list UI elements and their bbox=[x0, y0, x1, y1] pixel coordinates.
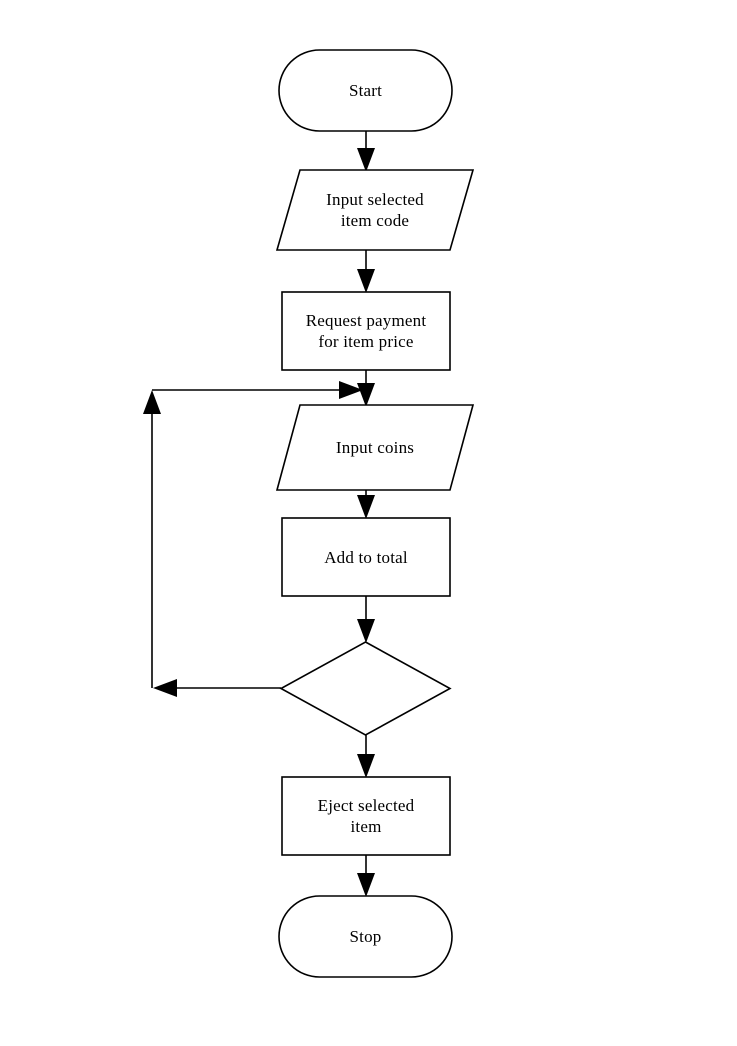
node-eject-item[interactable] bbox=[281, 776, 451, 856]
edge-start-to-input-item-code bbox=[357, 131, 375, 172]
node-decision[interactable] bbox=[279, 641, 452, 736]
edge-input-item-code-to-request-payment bbox=[357, 250, 375, 293]
node-stop[interactable] bbox=[278, 895, 453, 978]
edge-decision-loop-back-to-input-coins bbox=[143, 381, 363, 697]
edge-add-to-total-to-decision bbox=[357, 596, 375, 643]
edge-decision-to-eject-item bbox=[357, 735, 375, 778]
edge-request-payment-to-input-coins bbox=[357, 370, 375, 407]
node-input-coins[interactable] bbox=[275, 404, 475, 491]
node-request-payment[interactable] bbox=[281, 291, 451, 371]
node-input-item-code[interactable] bbox=[275, 169, 475, 251]
edge-input-coins-to-add-to-total bbox=[357, 490, 375, 519]
edge-eject-item-to-stop bbox=[357, 855, 375, 897]
node-add-to-total[interactable] bbox=[281, 517, 451, 597]
node-start[interactable] bbox=[278, 49, 453, 132]
